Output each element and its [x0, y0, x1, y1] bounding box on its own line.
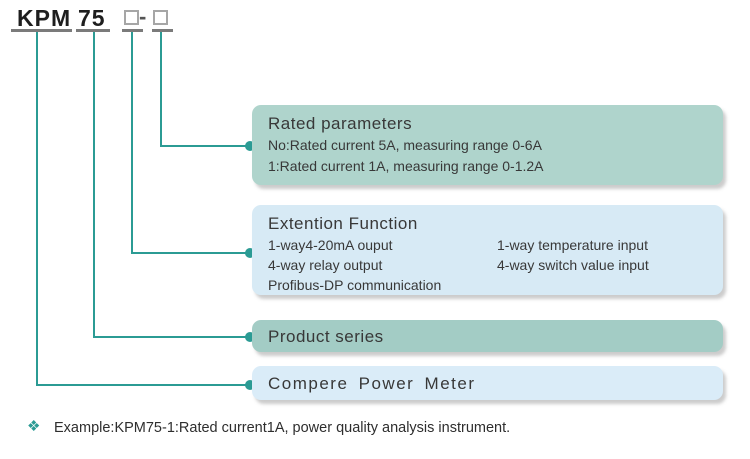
- connector-horizontal-rated: [160, 145, 248, 147]
- extension-left-line-3: Profibus-DP communication: [268, 277, 442, 293]
- placeholder-box-2: [153, 10, 168, 25]
- rated-parameters-title: Rated parameters: [268, 114, 413, 133]
- extension-left-line-1: 1-way4-20mA ouput: [268, 237, 393, 253]
- power-meter-title: Compere Power Meter: [268, 374, 476, 393]
- model-series-number: 75: [78, 5, 106, 31]
- extension-function-columns: 1-way4-20mA ouput 4-way relay output Pro…: [268, 235, 707, 295]
- diamond-bullet-icon: ❖: [27, 418, 41, 435]
- connector-horizontal-extension: [131, 252, 248, 254]
- extension-function-box: Extention Function 1-way4-20mA ouput 4-w…: [252, 205, 723, 295]
- product-series-box: Product series: [252, 320, 723, 352]
- extension-function-title: Extention Function: [268, 214, 418, 233]
- rated-parameters-line-1: No:Rated current 5A, measuring range 0-6…: [268, 137, 542, 153]
- underline-series: [76, 29, 110, 32]
- connector-vertical-placeholder-2: [160, 32, 162, 146]
- underline-placeholder-2: [152, 29, 173, 32]
- rated-parameters-line-2: 1:Rated current 1A, measuring range 0-1.…: [268, 158, 544, 174]
- extension-right-line-2: 4-way switch value input: [497, 257, 649, 273]
- example-text: Example:KPM75-1:Rated current1A, power q…: [54, 420, 511, 436]
- rated-parameters-box: Rated parameters No:Rated current 5A, me…: [252, 105, 723, 185]
- connector-vertical-prefix: [36, 32, 38, 385]
- connector-vertical-placeholder-1: [131, 32, 133, 253]
- connector-dot-extension: [245, 248, 255, 258]
- connector-vertical-series: [93, 32, 95, 337]
- product-series-title: Product series: [268, 327, 384, 346]
- extension-left-line-2: 4-way relay output: [268, 257, 383, 273]
- extension-right-column: 1-way temperature input 4-way switch val…: [497, 235, 649, 275]
- model-prefix: KPM: [17, 5, 72, 31]
- connector-dot-series: [245, 332, 255, 342]
- underline-prefix: [11, 29, 72, 32]
- power-meter-box: Compere Power Meter: [252, 366, 723, 400]
- underline-placeholder-1: [122, 29, 143, 32]
- placeholder-box-1: [124, 10, 139, 25]
- connector-dot-meter: [245, 380, 255, 390]
- model-dash: -: [139, 4, 147, 29]
- extension-right-line-1: 1-way temperature input: [497, 237, 648, 253]
- connector-horizontal-meter: [36, 384, 248, 386]
- connector-horizontal-series: [93, 336, 248, 338]
- connector-dot-rated: [245, 141, 255, 151]
